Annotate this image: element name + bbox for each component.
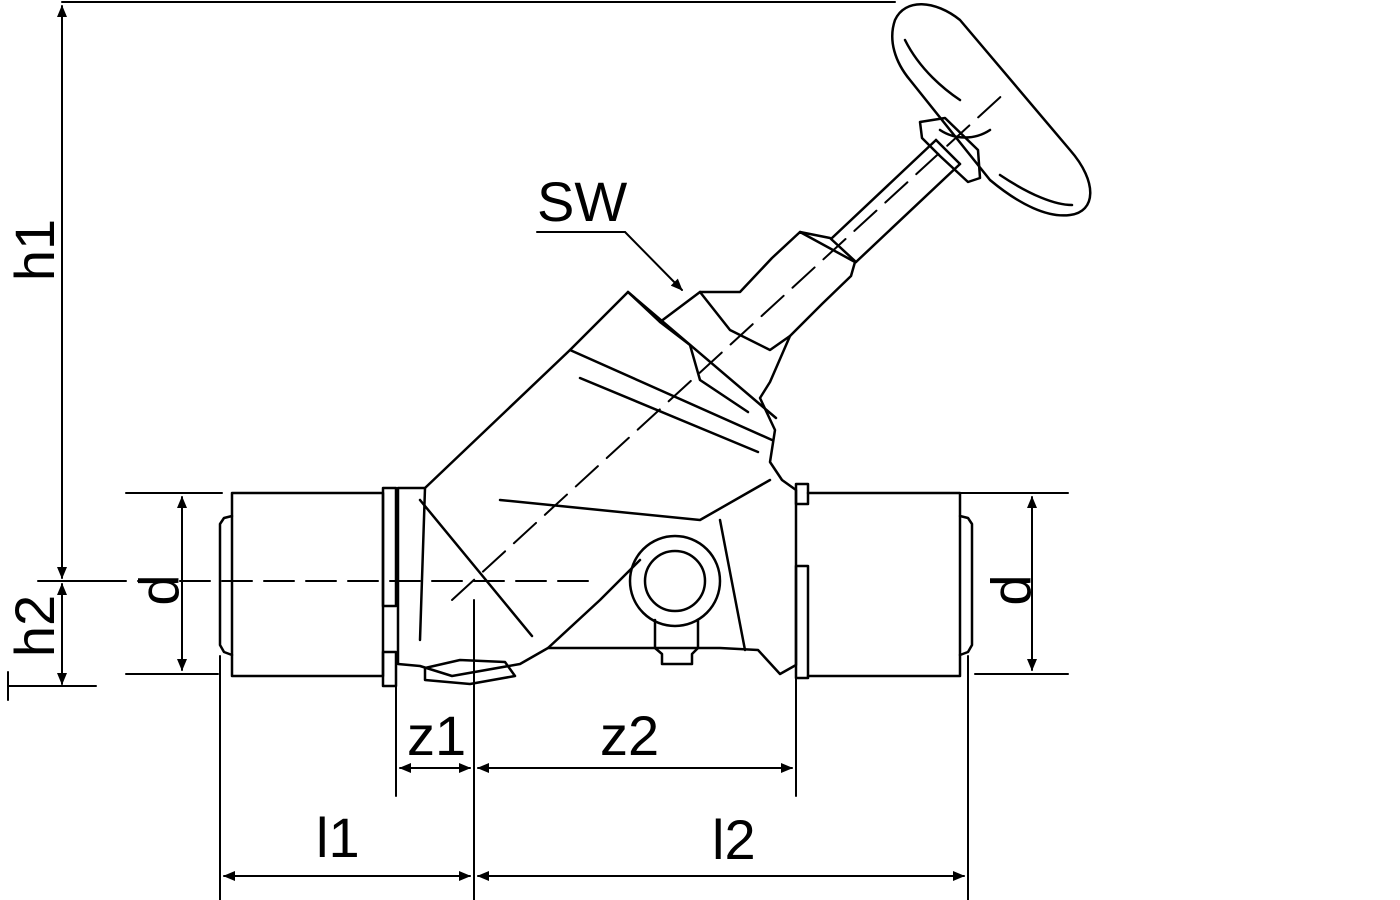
centerlines [95, 89, 1009, 601]
sw-leader [536, 231, 683, 291]
label-l1: l1 [316, 806, 360, 869]
dimension-h1 [57, 1, 896, 579]
dimension-h2 [7, 580, 97, 701]
valve-spindle [798, 116, 982, 264]
label-h1: h1 [3, 218, 67, 282]
label-sw: SW [537, 170, 628, 233]
dimension-d-right [959, 492, 1069, 675]
handwheel [891, 3, 1092, 217]
label-h2: h2 [3, 594, 67, 658]
label-z2: z2 [600, 704, 660, 767]
left-pipe-connector [218, 486, 398, 688]
dimension-z2 [477, 677, 797, 797]
label-l2: l2 [712, 808, 756, 871]
label-d-left: d [127, 574, 191, 606]
dimension-d-left [125, 492, 223, 675]
label-z1: z1 [407, 704, 467, 767]
dimension-l1 [219, 655, 471, 900]
right-pipe-connector [794, 482, 974, 680]
valve-body [396, 230, 857, 686]
side-port [628, 534, 722, 666]
dimension-z1 [395, 599, 475, 900]
label-d-right: d [979, 574, 1043, 606]
dimension-l2 [477, 655, 969, 900]
